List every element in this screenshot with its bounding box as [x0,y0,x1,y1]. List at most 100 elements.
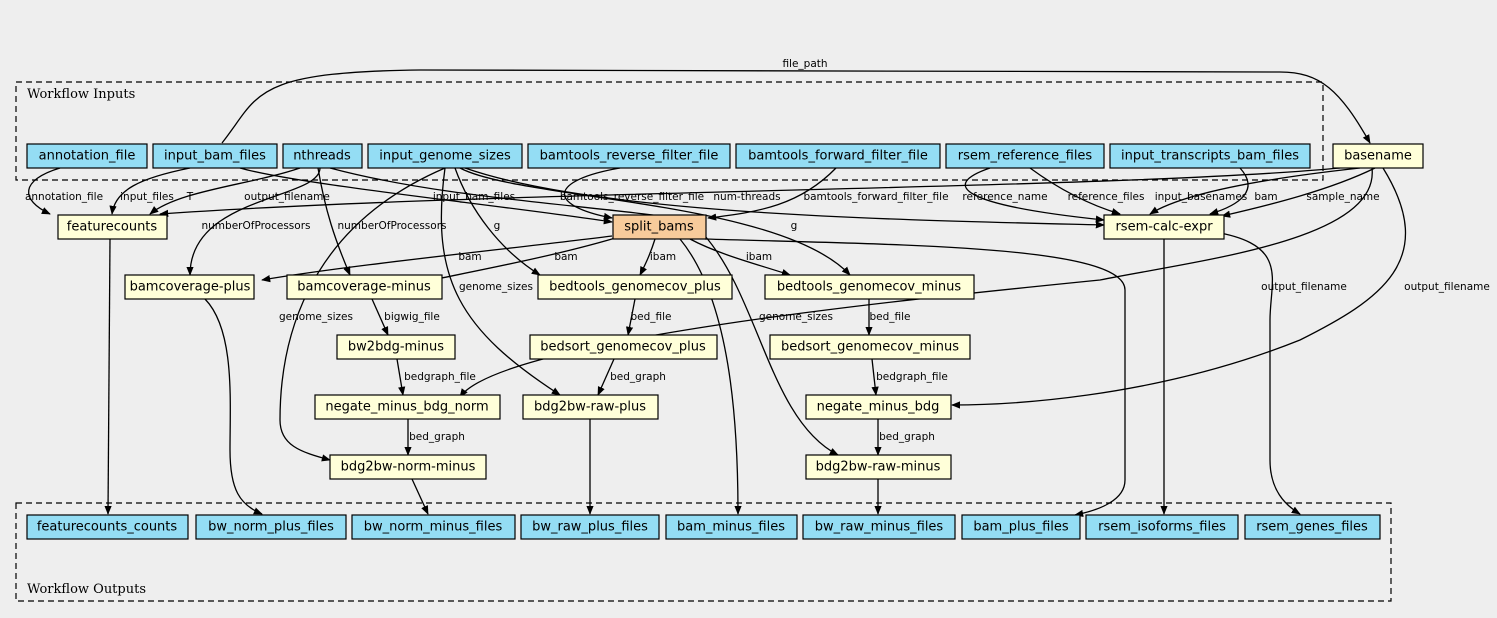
edge-input-basenames: input_basenames [1149,167,1361,215]
step-negate-minus-bdg[interactable]: negate_minus_bdg [805,394,952,420]
node-label: rsem_isoforms_files [1098,520,1226,535]
output-bam-plus-files[interactable]: bam_plus_files [961,514,1081,540]
output-bw-raw-minus-files[interactable]: bw_raw_minus_files [802,514,956,540]
edge-bed-graph-plus: bed_graph [597,358,666,396]
edge-label-bedgraph-file-minus: bedgraph_file [404,371,476,383]
edge-label-bam: bam [1254,191,1277,203]
edge-ibam-plus: ibam [639,238,676,276]
nodes: annotation_file input_bam_files nthreads… [26,143,1424,540]
workflow-outputs-label: Workflow Outputs [27,582,146,597]
node-label: bedtools_genomecov_plus [549,280,721,295]
node-label: bdg2bw-norm-minus [341,460,476,475]
output-rsem-genes-files[interactable]: rsem_genes_files [1244,514,1381,540]
edge-file-path: file_path [221,58,1371,144]
edge-bed-graph-norm: bed_graph [404,419,465,456]
step-negate-minus-bdg-norm[interactable]: negate_minus_bdg_norm [314,394,501,420]
input-bam-files[interactable]: input_bam_files [152,143,278,169]
node-label: featurecounts_counts [37,520,178,535]
edge-threads-featurecounts: T [149,167,301,215]
node-label: basename [1344,149,1412,164]
edge-label-bed-graph-negate: bed_graph [879,431,935,443]
step-bedsort-genomecov-plus[interactable]: bedsort_genomecov_plus [529,334,718,360]
output-bw-norm-plus-files[interactable]: bw_norm_plus_files [195,514,347,540]
node-label: bdg2bw-raw-plus [534,400,646,415]
step-rsem-calc-expr[interactable]: rsem-calc-expr [1103,214,1225,240]
edge-bigwig-file: bigwig_file [371,298,440,336]
step-bedsort-genomecov-minus[interactable]: bedsort_genomecov_minus [769,334,971,360]
step-bdg2bw-raw-minus[interactable]: bdg2bw-raw-minus [805,454,952,480]
step-bdg2bw-norm-minus[interactable]: bdg2bw-norm-minus [329,454,487,480]
edge-bedgraph-file-minus: bedgraph_file [396,358,476,396]
input-rsem-reference-files[interactable]: rsem_reference_files [945,143,1105,169]
input-bamtools-forward-filter-file[interactable]: bamtools_forward_filter_file [735,143,941,169]
step-bedtools-genomecov-minus[interactable]: bedtools_genomecov_minus [764,274,975,300]
edge-label-reference-name: reference_name [962,191,1047,203]
edge-input-files: input_files [109,167,191,215]
input-transcripts-bam-files[interactable]: input_transcripts_bam_files [1109,143,1311,169]
node-label: bw2bdg-minus [348,340,444,355]
output-bam-minus-files[interactable]: bam_minus_files [665,514,798,540]
node-basename[interactable]: basename [1332,143,1424,169]
edge-label-bedgraph-file-negate: bedgraph_file [876,371,948,383]
step-bw2bdg-minus[interactable]: bw2bdg-minus [336,334,456,360]
step-featurecounts[interactable]: featurecounts [57,214,168,240]
edge-label-ibam-plus: ibam [650,251,676,263]
edge-label-file-path: file_path [782,58,827,70]
output-rsem-isoforms-files[interactable]: rsem_isoforms_files [1085,514,1239,540]
node-label: bam_minus_files [677,520,785,535]
node-label: negate_minus_bdg_norm [325,400,488,415]
edge-label-bed-file-plus: bed_file [630,311,671,323]
edge-label-g-minus: g [791,220,798,232]
edge-label-ibam-minus: ibam [746,251,772,263]
edge-label-genome-sizes-raw-minus: genome_sizes [759,311,833,323]
edge-label-bam-minus: bam [554,251,577,263]
edge-label-bed-graph-plus: bed_graph [610,371,666,383]
edge-input-bam-files: input_bam_files [239,167,613,225]
input-genome-sizes[interactable]: input_genome_sizes [367,143,523,169]
node-label: bedsort_genomecov_plus [540,340,706,355]
edge-label-reference-files: reference_files [1068,191,1145,203]
edges: file_path annotation_file input_files T … [25,58,1490,517]
node-label: bedsort_genomecov_minus [781,340,959,355]
step-split-bams[interactable]: split_bams [612,214,707,240]
step-bedtools-genomecov-plus[interactable]: bedtools_genomecov_plus [537,274,733,300]
node-label: rsem_genes_files [1256,520,1368,535]
edge-label-genome-sizes-norm-minus: genome_sizes [279,311,353,323]
node-label: input_bam_files [164,149,266,164]
node-label: bw_raw_plus_files [532,520,648,535]
node-label: bw_raw_minus_files [815,520,944,535]
step-bamcoverage-plus[interactable]: bamcoverage-plus [124,274,255,300]
edge-featurecounts-out [104,238,112,515]
node-label: bw_norm_plus_files [208,520,334,535]
edge-g-minus: g [459,167,851,276]
step-bdg2bw-raw-plus[interactable]: bdg2bw-raw-plus [522,394,659,420]
input-bamtools-reverse-filter-file[interactable]: bamtools_reverse_filter_file [527,143,731,169]
output-bw-raw-plus-files[interactable]: bw_raw_plus_files [520,514,660,540]
node-label: bedtools_genomecov_minus [777,280,962,295]
edge-bam-plus: bam [261,235,613,283]
step-bamcoverage-minus[interactable]: bamcoverage-minus [286,274,443,300]
node-label: split_bams [624,220,694,235]
edge-rsem-genes [1214,231,1301,515]
node-label: nthreads [293,149,351,164]
workflow-outputs-cluster: Workflow Outputs [15,502,1392,602]
node-label: input_transcripts_bam_files [1121,149,1299,164]
edge-annotation-file: annotation_file [25,167,103,215]
node-label: bamtools_forward_filter_file [748,149,928,164]
edge-label-sample-name: sample_name [1306,191,1379,203]
input-annotation-file[interactable]: annotation_file [26,143,148,169]
output-featurecounts-counts[interactable]: featurecounts_counts [26,514,189,540]
workflow-inputs-cluster: Workflow Inputs [15,81,1324,181]
input-nthreads[interactable]: nthreads [282,143,363,169]
node-label: bw_norm_minus_files [364,520,503,535]
edge-bed-file-minus: bed_file [865,299,911,336]
edge-label-input-basenames: input_basenames [1155,191,1248,203]
edge-bam-rsem: bam [1209,167,1278,216]
edge-number-of-processors-minus: numberOfProcessors [317,167,446,276]
edge-label-annotation-file: annotation_file [25,191,103,203]
edge-genome-sizes-raw-minus: genome_sizes [704,235,839,456]
output-bw-norm-minus-files[interactable]: bw_norm_minus_files [351,514,516,540]
edge-number-of-processors-plus: numberOfProcessors [186,167,321,276]
edge-label-output-filename-negate: output_filename [1404,281,1490,293]
